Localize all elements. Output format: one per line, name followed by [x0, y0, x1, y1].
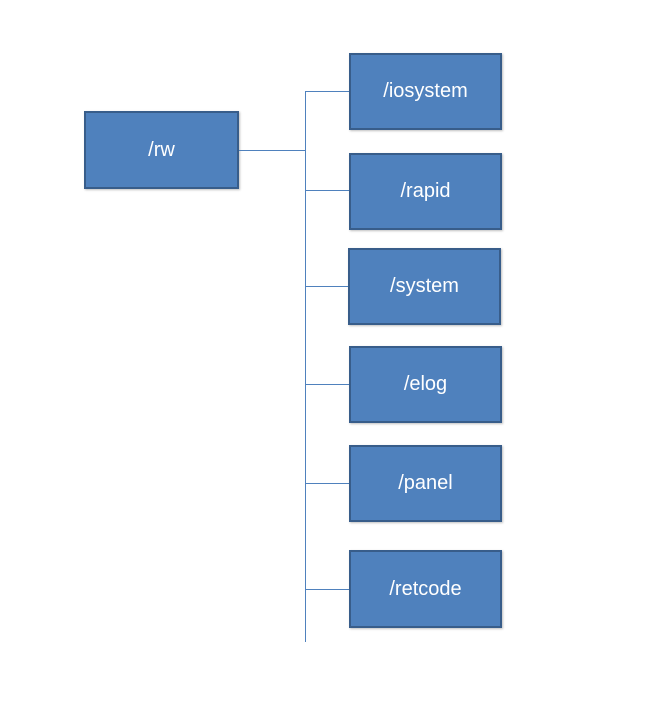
child-node-label: /iosystem	[383, 80, 468, 102]
child-node-label: /system	[390, 275, 459, 297]
branch-connector	[305, 589, 350, 590]
child-node-label: /rapid	[400, 180, 451, 202]
child-node-label: /elog	[403, 373, 448, 395]
branch-connector	[305, 483, 350, 484]
child-node-iosystem: /iosystem	[349, 53, 502, 130]
root-connector	[239, 150, 306, 151]
root-node-label: /rw	[148, 138, 175, 161]
child-node-system: /system	[348, 248, 501, 325]
branch-connector	[305, 91, 350, 92]
branch-connector	[305, 190, 350, 191]
child-node-label: /retcode	[389, 577, 462, 600]
child-node-elog: /elog	[349, 346, 502, 423]
trunk-line	[305, 91, 306, 642]
branch-connector	[305, 384, 350, 385]
child-node-label: /panel	[398, 472, 453, 494]
child-node-retcode: /retcode	[349, 550, 502, 628]
branch-connector	[305, 286, 349, 287]
child-node-panel: /panel	[349, 445, 502, 522]
child-node-rapid: /rapid	[349, 153, 502, 230]
root-node: /rw	[84, 111, 239, 189]
